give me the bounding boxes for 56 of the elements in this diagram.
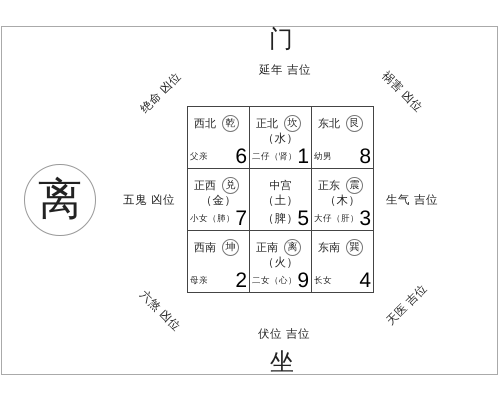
family-member-label: 二女（心） (252, 277, 297, 286)
number-label: 5 (297, 208, 309, 229)
number-label: 8 (359, 146, 371, 167)
circled-trigram: 震 (346, 177, 363, 194)
circled-trigram: 离 (284, 239, 301, 256)
circled-trigram: 坤 (222, 239, 239, 256)
door-label: 门 (269, 27, 293, 51)
direction-label: 西南 (194, 242, 216, 253)
grid-cell (187, 230, 250, 293)
number-label: 6 (235, 146, 247, 167)
position-label: 六煞 凶位 (138, 288, 182, 334)
direction-label: 正西 (194, 180, 216, 191)
family-member-label: 二仔（肾） (252, 153, 297, 162)
direction-label: 正东 (318, 180, 340, 191)
number-label: 9 (297, 270, 309, 291)
family-member-label: 大仔（肝） (314, 215, 359, 224)
family-member-label: 幼男 (314, 153, 332, 162)
position-label: 生气 吉位 (386, 194, 438, 206)
element-label: （金） (200, 195, 236, 206)
circled-trigram: 兑 (222, 177, 239, 194)
grid-cell (187, 106, 250, 169)
seat-label: 坐 (270, 350, 294, 374)
direction-label: 西北 (194, 118, 216, 129)
position-label: 绝命 凶位 (138, 70, 184, 116)
circled-trigram: 坎 (284, 115, 301, 132)
number-label: 2 (235, 270, 247, 291)
position-label: 延年 吉位 (259, 64, 311, 76)
direction-label: 东南 (318, 242, 340, 253)
position-label: 天医 吉位 (384, 282, 430, 328)
number-label: 4 (359, 270, 371, 291)
position-label: 伏位 吉位 (258, 328, 310, 340)
direction-label: 中宫 (270, 180, 292, 191)
circled-trigram: 巽 (346, 239, 363, 256)
circled-trigram: 乾 (222, 115, 239, 132)
family-member-label: 长女 (314, 277, 332, 286)
circled-character: 离 (24, 164, 96, 236)
family-member-label: 母亲 (190, 277, 208, 286)
number-label: 7 (235, 208, 247, 229)
number-label: 3 (359, 208, 371, 229)
element-label: （木） (324, 195, 360, 206)
direction-label: 东北 (318, 118, 340, 129)
position-label: 祸害 凶位 (380, 70, 424, 114)
grid-cell (311, 106, 374, 169)
grid-cell (311, 168, 374, 231)
circled-trigram: 艮 (346, 115, 363, 132)
organ-label: （脾） (262, 213, 298, 224)
element-label: （水） (262, 133, 298, 144)
element-label: （土） (262, 195, 298, 206)
family-member-label: 小女（肺） (190, 215, 235, 224)
position-label: 五鬼 凶位 (123, 194, 175, 206)
family-member-label: 父亲 (190, 153, 208, 162)
direction-label: 正南 (256, 242, 278, 253)
number-label: 1 (297, 146, 309, 167)
grid-cell (311, 230, 374, 293)
element-label: （火） (262, 257, 298, 268)
direction-label: 正北 (256, 118, 278, 129)
